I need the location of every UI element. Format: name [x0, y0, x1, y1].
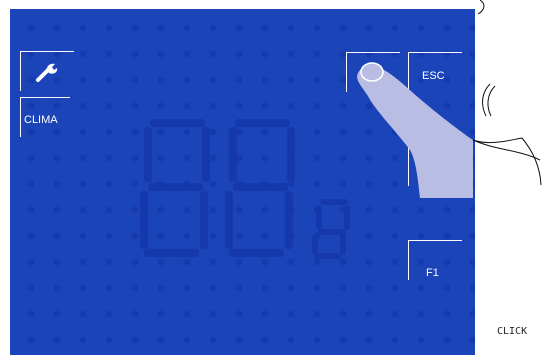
esc-button[interactable]: ESC [408, 52, 462, 92]
phone-button[interactable] [408, 146, 462, 186]
esc-label: ESC [422, 70, 445, 82]
click-annotation: CLICK [497, 326, 527, 337]
device-panel: CLIMA ESC F1 [10, 9, 475, 355]
wrench-icon [35, 61, 61, 83]
phone-icon [423, 157, 449, 177]
f1-label: F1 [426, 267, 439, 279]
f1-button[interactable]: F1 [408, 240, 462, 280]
clima-label: CLIMA [24, 114, 58, 126]
settings-button[interactable] [20, 51, 74, 91]
clima-button[interactable]: CLIMA [20, 97, 70, 137]
touch-target-button[interactable] [346, 52, 400, 92]
ghost-digits-display [140, 119, 370, 269]
